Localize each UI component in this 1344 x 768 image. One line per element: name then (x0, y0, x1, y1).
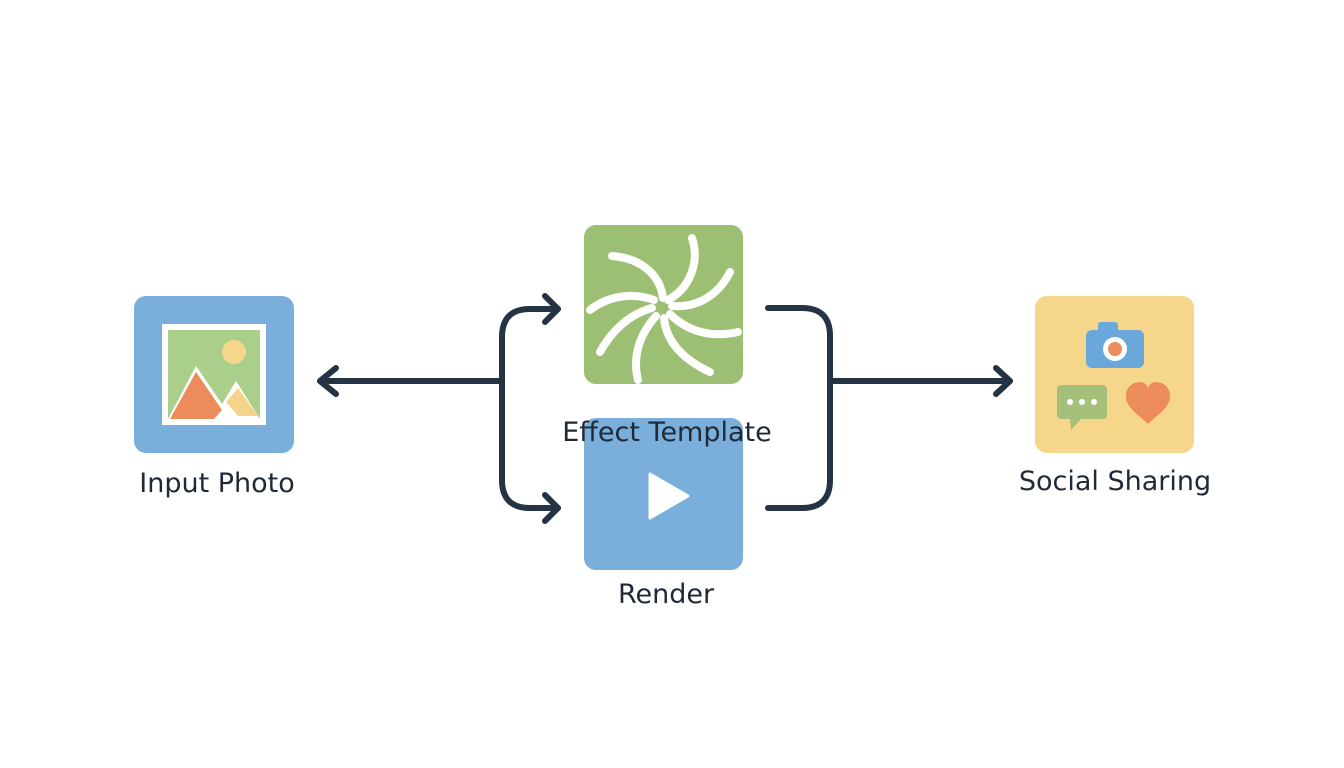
image-icon (162, 324, 266, 425)
swirl-icon (586, 234, 742, 384)
effect-template-label: Effect Template (562, 417, 772, 448)
heart-icon (1126, 382, 1170, 424)
arrowhead-input-photo (317, 365, 339, 397)
effect-template-node (584, 225, 743, 384)
camera-icon (1086, 322, 1144, 368)
social-sharing-tile (1035, 296, 1194, 453)
social-sharing-label: Social Sharing (1018, 466, 1212, 497)
chat-bubble-icon (1057, 385, 1107, 430)
render-node (584, 418, 743, 570)
arrowhead-effect-template (542, 293, 561, 325)
play-icon (648, 472, 690, 520)
connector-right-bracket (765, 305, 833, 511)
arrowhead-render (542, 492, 561, 524)
social-sharing-node (1035, 296, 1194, 453)
input-photo-label: Input Photo (139, 468, 295, 499)
effect-template-tile (584, 225, 743, 384)
render-label: Render (617, 579, 715, 610)
arrowhead-social-sharing (993, 365, 1013, 397)
input-photo-node (134, 296, 294, 453)
connector-left-bracket (499, 306, 561, 511)
